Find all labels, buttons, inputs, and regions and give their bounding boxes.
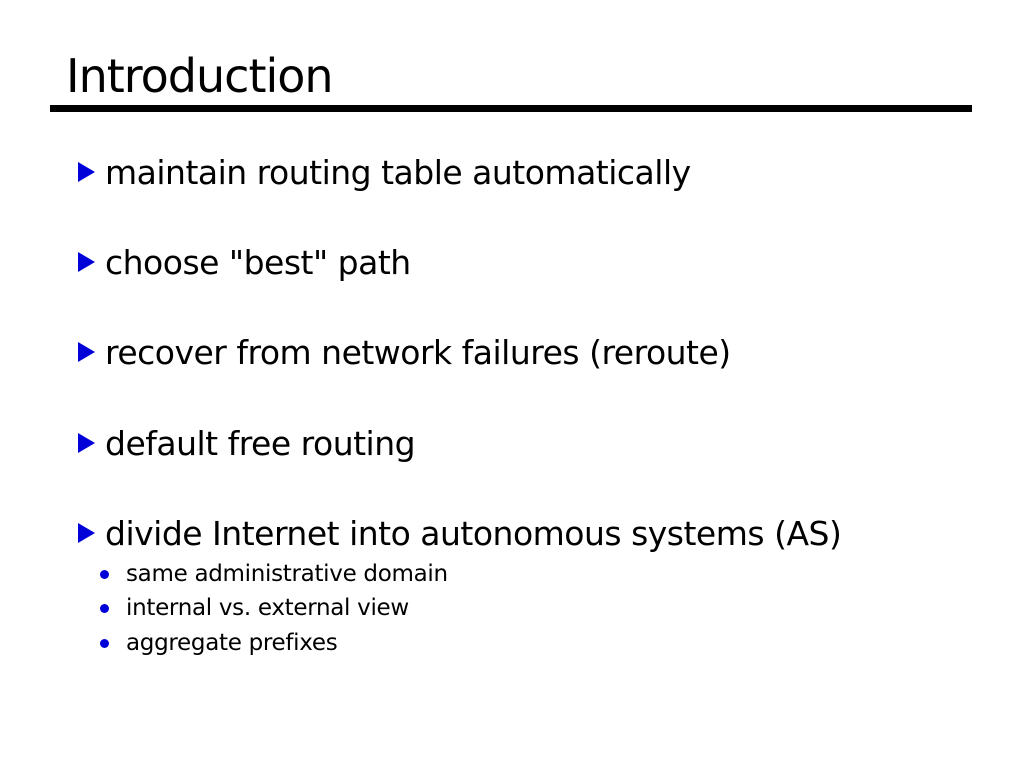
bullet-text: divide Internet into autonomous systems … [105,513,842,553]
triangle-bullet-icon [78,252,95,272]
triangle-bullet-icon [78,342,95,362]
sub-bullet-item: same administrative domain [100,557,448,591]
title-underline [50,105,972,112]
triangle-bullet-icon [78,162,95,182]
bullet-item: maintain routing table automatically [78,150,691,194]
bullet-item: choose "best" path [78,240,411,284]
triangle-bullet-icon [78,523,95,543]
sub-bullet-text: same administrative domain [126,561,448,587]
bullet-text: maintain routing table automatically [105,152,691,192]
dot-bullet-icon [100,638,109,648]
bullet-text: recover from network failures (reroute) [105,332,731,372]
triangle-bullet-icon [78,433,95,453]
bullet-item: divide Internet into autonomous systems … [78,511,842,555]
sub-bullet-item: aggregate prefixes [100,626,338,660]
bullet-item: recover from network failures (reroute) [78,330,731,374]
bullet-item: default free routing [78,421,416,465]
dot-bullet-icon [100,569,109,579]
bullet-text: default free routing [105,423,416,463]
dot-bullet-icon [100,603,109,613]
bullet-text: choose "best" path [105,242,411,282]
slide-title: Introduction [66,49,334,103]
sub-bullet-item: internal vs. external view [100,591,409,625]
sub-bullet-text: aggregate prefixes [126,630,338,656]
sub-bullet-text: internal vs. external view [126,595,409,621]
